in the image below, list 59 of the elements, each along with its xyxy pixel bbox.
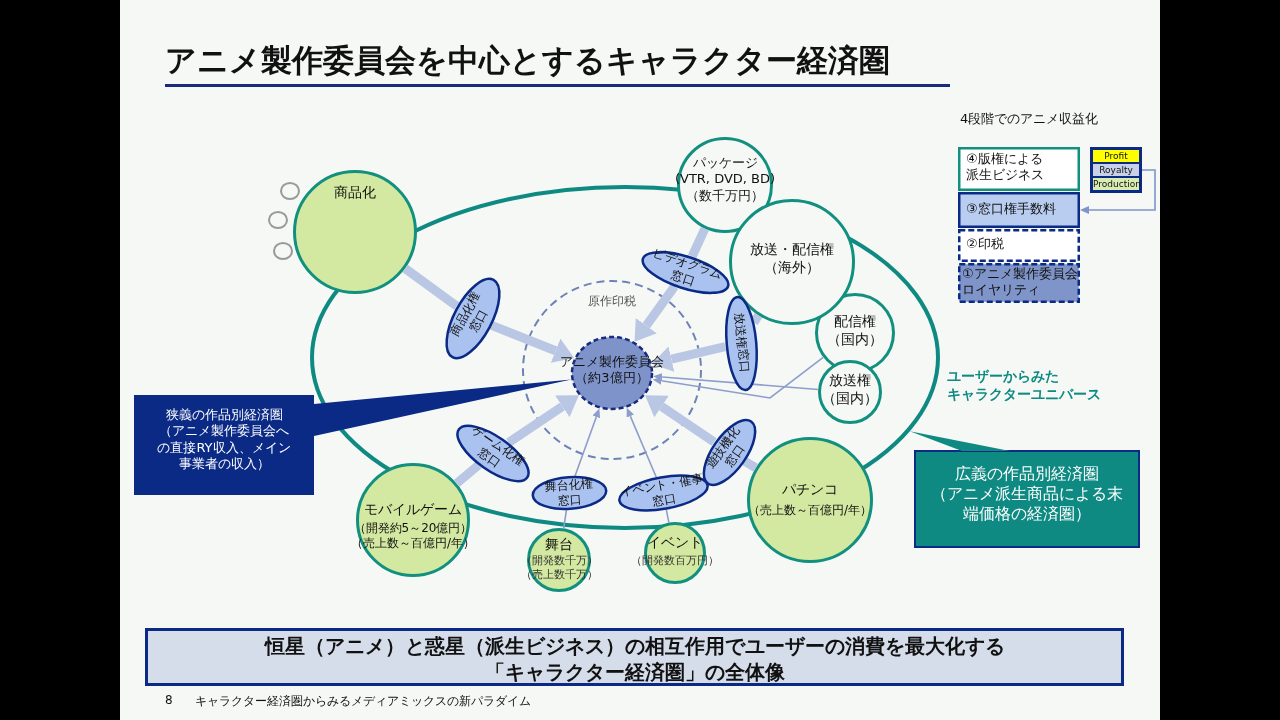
- business-circle: [356, 463, 470, 577]
- business-circle: [818, 360, 882, 424]
- business-circle: [747, 437, 873, 563]
- node-label: ビデオグラム窓口: [650, 244, 726, 291]
- node-label: ③窓口権手数料: [966, 201, 1057, 218]
- node-label: 放送権（国内）: [821, 372, 879, 407]
- slide-title: アニメ製作委員会を中心とするキャラクター経済圏: [165, 41, 890, 80]
- window-oval: [529, 473, 609, 513]
- node-label: 遊技機化窓口: [701, 422, 749, 473]
- connector-line: [665, 508, 670, 524]
- arrow: [1080, 169, 1156, 214]
- arrow: [574, 408, 601, 477]
- node-label: パチンコ: [781, 481, 839, 499]
- node-label: （売上数～百億円/年）: [746, 503, 873, 518]
- committee-circle: [560, 336, 664, 410]
- node-label: ユーザーからみたキャラクターユニバース: [947, 368, 1102, 403]
- arrow: [653, 373, 819, 391]
- tier-box: [958, 229, 1080, 262]
- node-label: ①アニメ製作委員会ロイヤリティ: [962, 266, 1079, 299]
- node-label: ゲーム化権窓口: [468, 421, 528, 473]
- callout-box: [134, 395, 314, 495]
- footer-text: キャラクター経済圏からみるメディアミックスの新パラダイム: [195, 693, 531, 710]
- node-label: イベント・催事窓口: [618, 470, 706, 511]
- tier-box: [958, 192, 1080, 228]
- node-label: ②印税: [966, 236, 1005, 253]
- connector-line: [453, 461, 482, 487]
- page-number: 8: [165, 693, 173, 707]
- node-label: 商品化: [333, 184, 377, 202]
- arrow: [626, 407, 657, 478]
- node-label: 配信権（国内）: [826, 313, 884, 348]
- node-label: 放送・配信権（海外）: [749, 241, 835, 276]
- small-circle: [268, 211, 288, 229]
- node-label: 狭義の作品別経済圏（アニメ製作委員会への直接RY収入、メイン事業者の収入）: [156, 407, 292, 472]
- node-label: 商品化権窓口: [446, 288, 492, 341]
- key-bar: Royalty: [1093, 164, 1139, 176]
- caption-banner: 恒星（アニメ）と惑星（派生ビジネス）の相互作用でユーザーの消費を最大化する「キャラクター経済圏」の全体像: [145, 628, 1124, 686]
- connector-line: [688, 226, 709, 259]
- node-label: モバイルゲーム: [363, 501, 463, 519]
- key-bar: Profit: [1093, 150, 1139, 162]
- node-label: 放送権窓口: [731, 311, 753, 376]
- node-label: イベント: [646, 534, 704, 552]
- node-label: 広義の作品別経済圏（アニメ派生商品による末端価格の経済圏）: [930, 464, 1124, 524]
- node-label: ④版権による派生ビジネス: [966, 151, 1045, 184]
- callout-pointer: [909, 431, 1010, 451]
- small-circle: [280, 182, 300, 200]
- connector-line: [562, 509, 568, 530]
- tier-box: [958, 147, 1080, 191]
- node-label: アニメ製作委員会（約3億円）: [559, 354, 665, 387]
- panel-heading: 4段階でのアニメ収益化: [960, 110, 1099, 128]
- node-label: 舞台: [544, 536, 574, 554]
- small-circle: [273, 242, 293, 260]
- arrow: [652, 356, 824, 399]
- node-label: 原作印税: [587, 294, 637, 309]
- callout-pointer: [314, 379, 572, 436]
- business-circle: [293, 170, 417, 294]
- connector-line: [402, 264, 460, 310]
- connector-line: [742, 457, 759, 472]
- node-label: （開発約5～20億円）（売上数～百億円/年）: [349, 521, 476, 551]
- node-label: 舞台化権窓口: [543, 475, 594, 510]
